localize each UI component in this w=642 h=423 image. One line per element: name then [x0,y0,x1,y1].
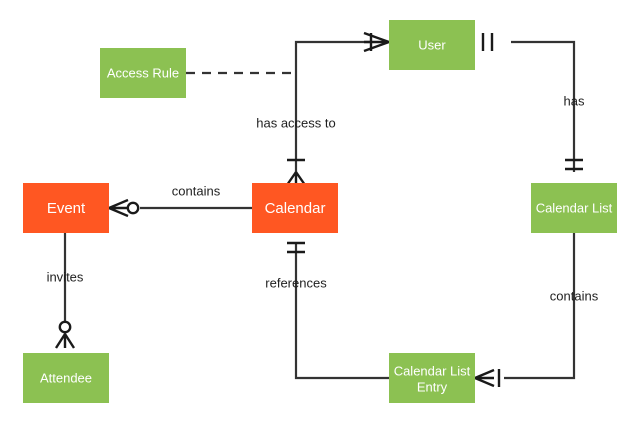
entity-calendar-label: Calendar [265,200,326,217]
entity-calendar-list-entry-label-line2: Entry [417,379,448,394]
marker-one-or-many-user-left [363,31,390,53]
entity-access-rule[interactable]: Access Rule [100,48,186,98]
marker-exactly-one-calendarlist-top [565,158,583,171]
entity-calendar-list-entry-box[interactable] [389,353,475,403]
entity-access-rule-label: Access Rule [107,65,179,80]
edge-calendar-entry-references [294,244,389,380]
entity-event-box[interactable] [23,183,109,233]
entity-user[interactable]: User [389,20,475,70]
relationship-label-has-access-to: has access to [256,115,336,130]
marker-zero-or-many-attendee-top [54,320,76,349]
marker-zero-or-many-event-right [108,198,140,218]
entity-calendar-box[interactable] [252,183,338,233]
relationship-labels-layer: has access to contains invites has conta… [47,93,599,303]
marker-one-or-many-calendar-top [286,158,306,186]
entity-calendar-list-label: Calendar List [536,200,613,215]
cardinality-markers-layer [54,31,583,388]
edges-layer [63,40,576,380]
relationship-label-contains-entry: contains [550,288,599,303]
entity-calendar-list-entry-label-line1: Calendar List [394,363,471,378]
entity-calendar-list[interactable]: Calendar List [531,183,617,233]
entity-calendar-list-box[interactable] [531,183,617,233]
entity-calendar-list-entry[interactable]: Calendar List Entry [389,353,475,403]
edge-user-calendarlist-has [511,40,576,172]
relationship-label-references: references [265,275,327,290]
entity-attendee[interactable]: Attendee [23,353,109,403]
relationship-label-has: has [564,93,585,108]
edge-user-calendar-has-access-to [294,40,371,172]
marker-one-or-many-entry-right [474,368,501,388]
marker-exactly-one-user-right [481,33,494,51]
entity-attendee-box[interactable] [23,353,109,403]
entity-attendee-label: Attendee [40,370,92,385]
entities-layer: Access Rule User Event Calendar Calendar… [23,20,617,403]
entity-event-label: Event [47,200,86,217]
entity-user-box[interactable] [389,20,475,70]
relationship-label-contains-calendar: contains [172,183,221,198]
entity-event[interactable]: Event [23,183,109,233]
relationship-label-invites: invites [47,269,84,284]
marker-exactly-one-calendar-bottom [287,241,305,254]
entity-calendar[interactable]: Calendar [252,183,338,233]
edge-calendarlist-entry-contains [504,233,576,380]
entity-user-label: User [418,37,446,52]
entity-access-rule-box[interactable] [100,48,186,98]
